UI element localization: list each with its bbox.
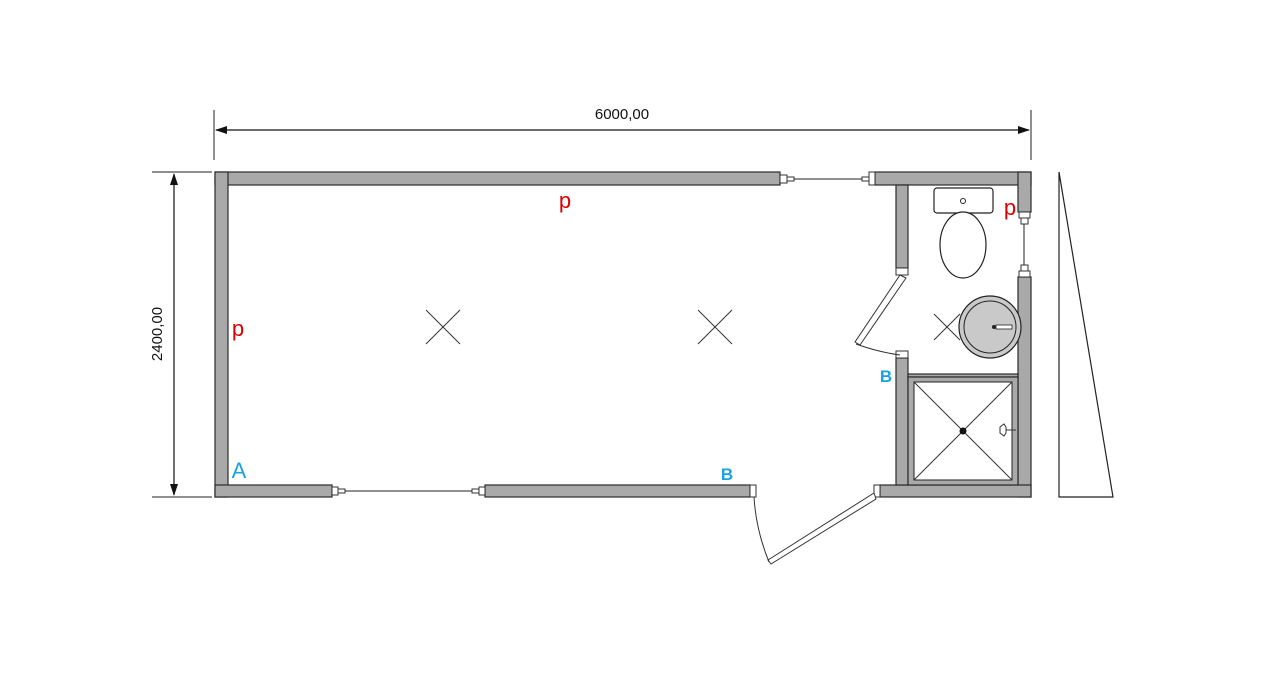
elevation-triangle	[1058, 171, 1114, 498]
shower-tray-icon	[907, 376, 1019, 486]
label-p-left: p	[232, 316, 244, 341]
ceiling-light-icon	[933, 313, 961, 341]
outer-walls	[214, 171, 1032, 498]
sink-icon	[958, 295, 1022, 359]
label-a-corner: A	[232, 458, 247, 483]
entrance-door	[749, 484, 881, 565]
ceiling-light-icon	[425, 309, 461, 345]
height-label: 2400,00	[149, 307, 166, 361]
window-bottom	[331, 486, 486, 496]
width-dimension: 6000,00	[213, 106, 1032, 160]
label-p-bath: p	[1004, 195, 1016, 220]
label-p-top: p	[559, 188, 571, 213]
ceiling-light-icon	[697, 309, 733, 345]
window-top	[779, 171, 876, 186]
label-b-bath: B	[880, 367, 892, 386]
label-b-bottom: B	[721, 465, 733, 484]
bathroom-door	[854, 267, 909, 359]
width-label: 6000,00	[595, 106, 649, 123]
toilet-icon	[933, 187, 994, 279]
window-right	[1018, 211, 1031, 278]
height-dimension: 2400,00	[149, 171, 212, 498]
